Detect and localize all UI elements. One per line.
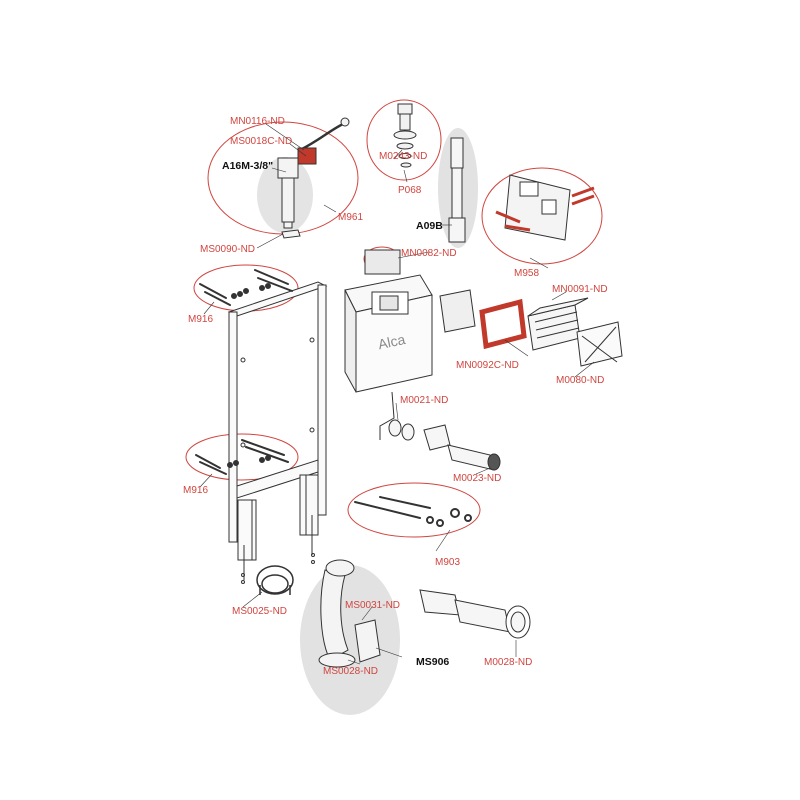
mounting-frame (227, 281, 328, 584)
box-mn0091 (527, 297, 589, 351)
label-m0080-nd: M0080-ND (556, 375, 605, 386)
label-m0023-nd: M0023-ND (453, 473, 502, 484)
label-mn0091-nd: MN0091-ND (552, 284, 608, 295)
label-m0021-nd: M0021-ND (400, 395, 449, 406)
label-mn0082-nd: MN0082-ND (401, 248, 457, 259)
label-m916-top: M916 (188, 314, 214, 325)
bend-ms906 (318, 559, 381, 668)
frame-m0080 (576, 321, 623, 367)
highlight-ms906 (300, 565, 400, 715)
callout-m958 (481, 167, 603, 265)
brand-logo: Alca (377, 331, 407, 352)
leader-lines (199, 123, 595, 665)
clamp-ms0025 (256, 565, 294, 595)
label-ms0018c-nd: MS0018C-ND (230, 136, 293, 147)
label-a09b: A09B (416, 220, 443, 232)
label-m903: M903 (435, 557, 461, 568)
flush-plate-frame (439, 289, 527, 350)
label-m916-bottom: M916 (183, 485, 209, 496)
label-ms0090-nd: MS0090-ND (200, 244, 256, 255)
label-ms0028-nd: MS0028-ND (323, 666, 379, 677)
rods-m916-bottom (195, 439, 289, 475)
label-ms0025-nd: MS0025-ND (232, 606, 288, 617)
label-m0028-nd: M0028-ND (484, 657, 533, 668)
part-p068 (393, 103, 417, 168)
label-m958: M958 (514, 268, 540, 279)
cistern (344, 249, 433, 440)
fill-valve-assembly (277, 117, 350, 239)
rods-m916-top (199, 269, 293, 306)
pipe-m0028 (419, 589, 531, 639)
label-m0243-nd: M0243-ND (379, 151, 428, 162)
label-ms0031-nd: MS0031-ND (345, 600, 401, 611)
part-a09b (448, 137, 466, 243)
label-mn0116-nd: MN0116-ND (230, 116, 285, 127)
label-a16m-3-8: A16M-3/8" (222, 160, 274, 172)
callout-m903 (347, 482, 481, 538)
callout-p068 (366, 99, 442, 181)
rods-m903 (354, 496, 472, 527)
label-m961: M961 (338, 212, 364, 223)
callout-m916-bottom (185, 433, 299, 481)
bracket-m958 (495, 174, 595, 241)
label-p068: P068 (398, 185, 422, 196)
label-ms906: MS906 (416, 656, 450, 668)
drain-pipes (388, 419, 501, 471)
label-mn0092c-nd: MN0092C-ND (456, 360, 519, 371)
